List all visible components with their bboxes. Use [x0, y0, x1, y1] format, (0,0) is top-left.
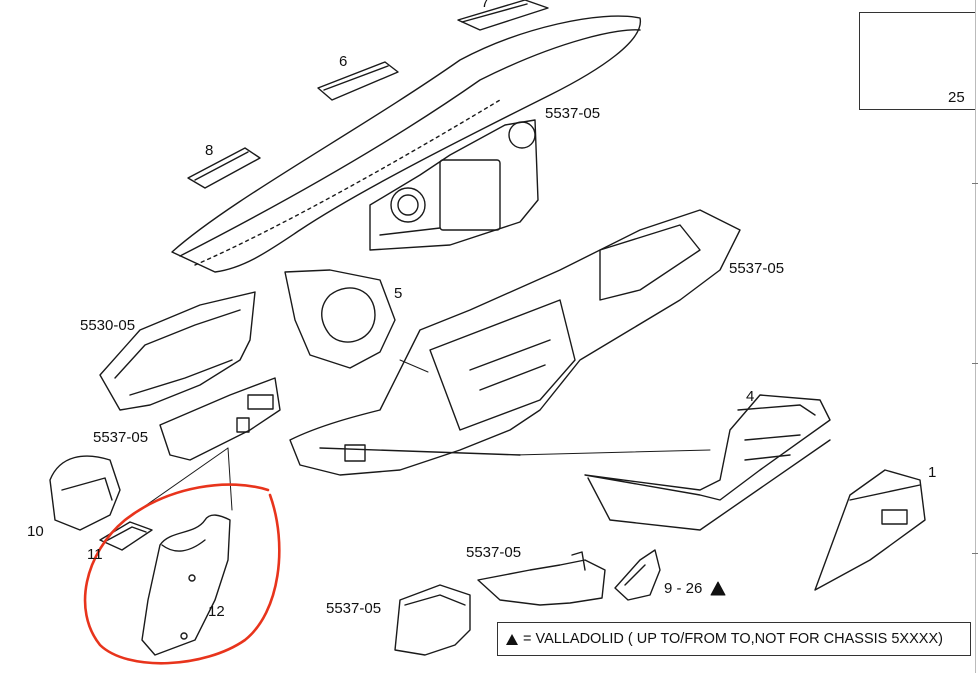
- frame-tick: [972, 183, 978, 184]
- part-11-clip: [99, 521, 153, 551]
- air-duct-lower: [394, 584, 471, 656]
- label-part-25: 25: [948, 89, 965, 106]
- label-ref-left-lower: 5537-05: [93, 429, 149, 446]
- label-part-11: 11: [87, 546, 103, 563]
- part-9-26-bracket: [614, 549, 661, 601]
- label-ref-duct-mid: 5537-05: [466, 544, 522, 561]
- frame-tick: [972, 553, 978, 554]
- label-ref-top: 5537-05: [545, 105, 601, 122]
- label-ref-duct-low: 5537-05: [326, 600, 382, 617]
- part-10-bracket: [49, 455, 121, 531]
- label-ref-left-panel: 5530-05: [80, 317, 136, 334]
- label-part-6: 6: [339, 53, 348, 70]
- air-duct-middle: [477, 551, 606, 606]
- legend-box: = VALLADOLID ( UP TO/FROM TO,NOT FOR CHA…: [497, 622, 971, 656]
- label-part-5: 5: [394, 285, 403, 302]
- legend-triangle-icon: [506, 633, 518, 645]
- part-5-cover: [284, 269, 396, 369]
- label-part-9-26: 9 - 26: [664, 580, 703, 597]
- label-ref-console: 5537-05: [729, 260, 785, 277]
- left-instrument-panel: [99, 291, 256, 411]
- left-lower-panel: [159, 377, 281, 461]
- center-console: [289, 209, 741, 476]
- part-12-steering-column-cover: [141, 514, 231, 656]
- label-part-8: 8: [205, 142, 214, 159]
- right-frame-edge: [975, 0, 978, 673]
- part-1-glovebox-door: [814, 469, 926, 591]
- leader-lines: [124, 359, 711, 521]
- label-part-1: 1: [928, 464, 937, 481]
- frame-tick: [972, 363, 978, 364]
- label-part-10: 10: [27, 523, 44, 540]
- label-part-7: 7: [481, 0, 490, 11]
- valladolid-triangle-marker: [710, 581, 726, 596]
- inset-box-bolt: 25: [859, 12, 977, 110]
- highlight-circle: [83, 483, 281, 665]
- part-4-glovebox-frame: [584, 394, 831, 531]
- label-part-4: 4: [746, 388, 755, 405]
- legend-text: = VALLADOLID ( UP TO/FROM TO,NOT FOR CHA…: [523, 631, 943, 647]
- center-cluster-housing: [369, 119, 539, 251]
- flap-7: [457, 0, 549, 31]
- dashboard-top-pad: [171, 15, 641, 273]
- flap-8: [187, 147, 261, 189]
- flap-6: [317, 61, 399, 101]
- label-part-12: 12: [208, 603, 225, 620]
